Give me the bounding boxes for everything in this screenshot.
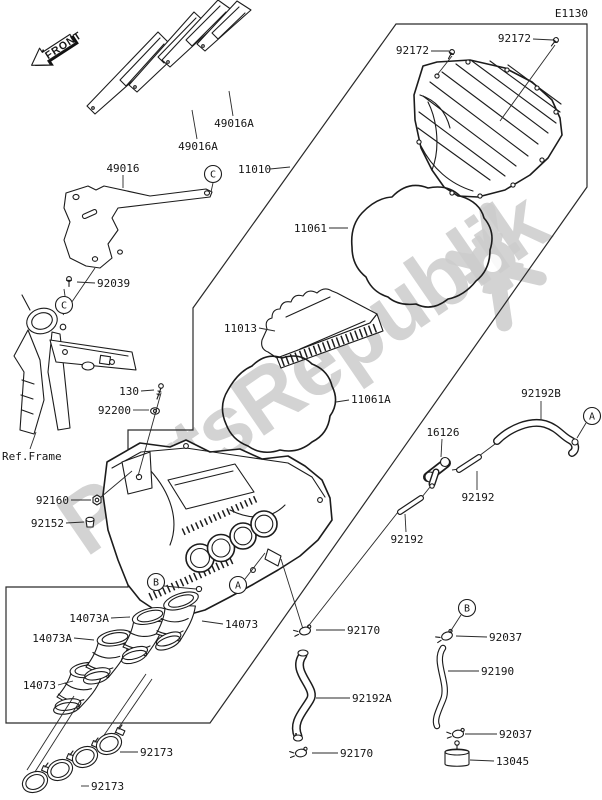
part-49016-bracket — [63, 185, 213, 269]
part-92192a-drain-hose — [280, 558, 316, 759]
part-air-cleaner-housing — [102, 439, 333, 618]
front-arrow-label: FRONT — [43, 29, 84, 61]
label-13045: 13045 — [496, 755, 529, 768]
part-92039-screw — [66, 276, 72, 288]
label-92192b: 92192B — [521, 387, 561, 400]
label-49016a-right: 49016A — [214, 117, 254, 130]
callout-a-housing: A — [228, 552, 266, 595]
label-11061a: 11061A — [351, 393, 391, 406]
label-92192a: 92192A — [352, 692, 392, 705]
callout-a-hose: A — [576, 406, 602, 439]
part-92192b-hose — [493, 419, 580, 457]
label-16126: 16126 — [426, 426, 459, 439]
svg-text:B: B — [464, 604, 470, 615]
part-intake-funnels — [50, 587, 205, 723]
label-14073-right: 14073 — [225, 618, 258, 631]
part-air-cleaner-cover — [413, 59, 563, 199]
part-92152-damper — [85, 516, 95, 528]
label-92172-left: 92172 — [396, 44, 429, 57]
label-49016: 49016 — [106, 162, 139, 175]
label-11010: 11010 — [238, 163, 271, 176]
label-130: 130 — [119, 385, 139, 398]
diagram-code: E1130 — [555, 7, 588, 20]
callout-b-housing: B — [146, 572, 197, 592]
label-92039: 92039 — [97, 277, 130, 290]
part-92160-nut — [92, 494, 102, 506]
label-92192-upper: 92192 — [461, 491, 494, 504]
label-92170-upper: 92170 — [347, 624, 380, 637]
label-92037-lower: 92037 — [499, 728, 532, 741]
part-92190-breather-hose — [432, 628, 470, 767]
label-11061: 11061 — [294, 222, 327, 235]
part-13045-cap — [444, 740, 470, 767]
part-labels: E1130 92172 92172 49016A 49016A 49016 11… — [2, 7, 588, 793]
label-92192-lower: 92192 — [390, 533, 423, 546]
label-49016a-left: 49016A — [178, 140, 218, 153]
front-arrow: FRONT — [31, 29, 84, 67]
label-14073a-left: 14073A — [32, 632, 72, 645]
label-92037-upper: 92037 — [489, 631, 522, 644]
part-49016a-plates — [86, 0, 252, 115]
svg-text:C: C — [210, 170, 216, 181]
svg-text:A: A — [589, 412, 595, 423]
label-14073-left: 14073 — [23, 679, 56, 692]
label-92173-upper: 92173 — [140, 746, 173, 759]
label-92190: 92190 — [481, 665, 514, 678]
label-92160: 92160 — [36, 494, 69, 507]
assembly-outline-box — [5, 23, 588, 724]
part-92173-clamps — [18, 673, 153, 797]
leader-lines — [57, 38, 556, 787]
svg-text:A: A — [235, 581, 241, 592]
label-ref-frame: Ref.Frame — [2, 450, 62, 463]
part-11061-gasket — [350, 184, 493, 308]
label-92170-lower: 92170 — [340, 747, 373, 760]
label-92152: 92152 — [31, 517, 64, 530]
label-11013: 11013 — [224, 322, 257, 335]
part-92200-washer — [150, 407, 160, 415]
label-92200: 92200 — [98, 404, 131, 417]
svg-text:B: B — [153, 578, 159, 589]
callout-b-hose: B — [449, 598, 477, 633]
part-11013-air-filter-element — [261, 288, 384, 369]
label-14073a-upper: 14073A — [69, 612, 109, 625]
part-16126-valve — [423, 456, 451, 489]
part-vacuum-line-assembly — [305, 419, 580, 630]
label-92172-right: 92172 — [498, 32, 531, 45]
reference-frame-assembly — [13, 294, 137, 450]
callout-c-top: C — [203, 164, 223, 193]
watermark-logo-gear-wrench-icon — [445, 202, 547, 332]
part-11061a-gasket — [221, 355, 337, 454]
callout-c-frame: C — [54, 288, 74, 315]
label-92173-lower: 92173 — [91, 780, 124, 793]
part-130-bolt — [156, 383, 164, 400]
svg-text:C: C — [61, 301, 67, 312]
